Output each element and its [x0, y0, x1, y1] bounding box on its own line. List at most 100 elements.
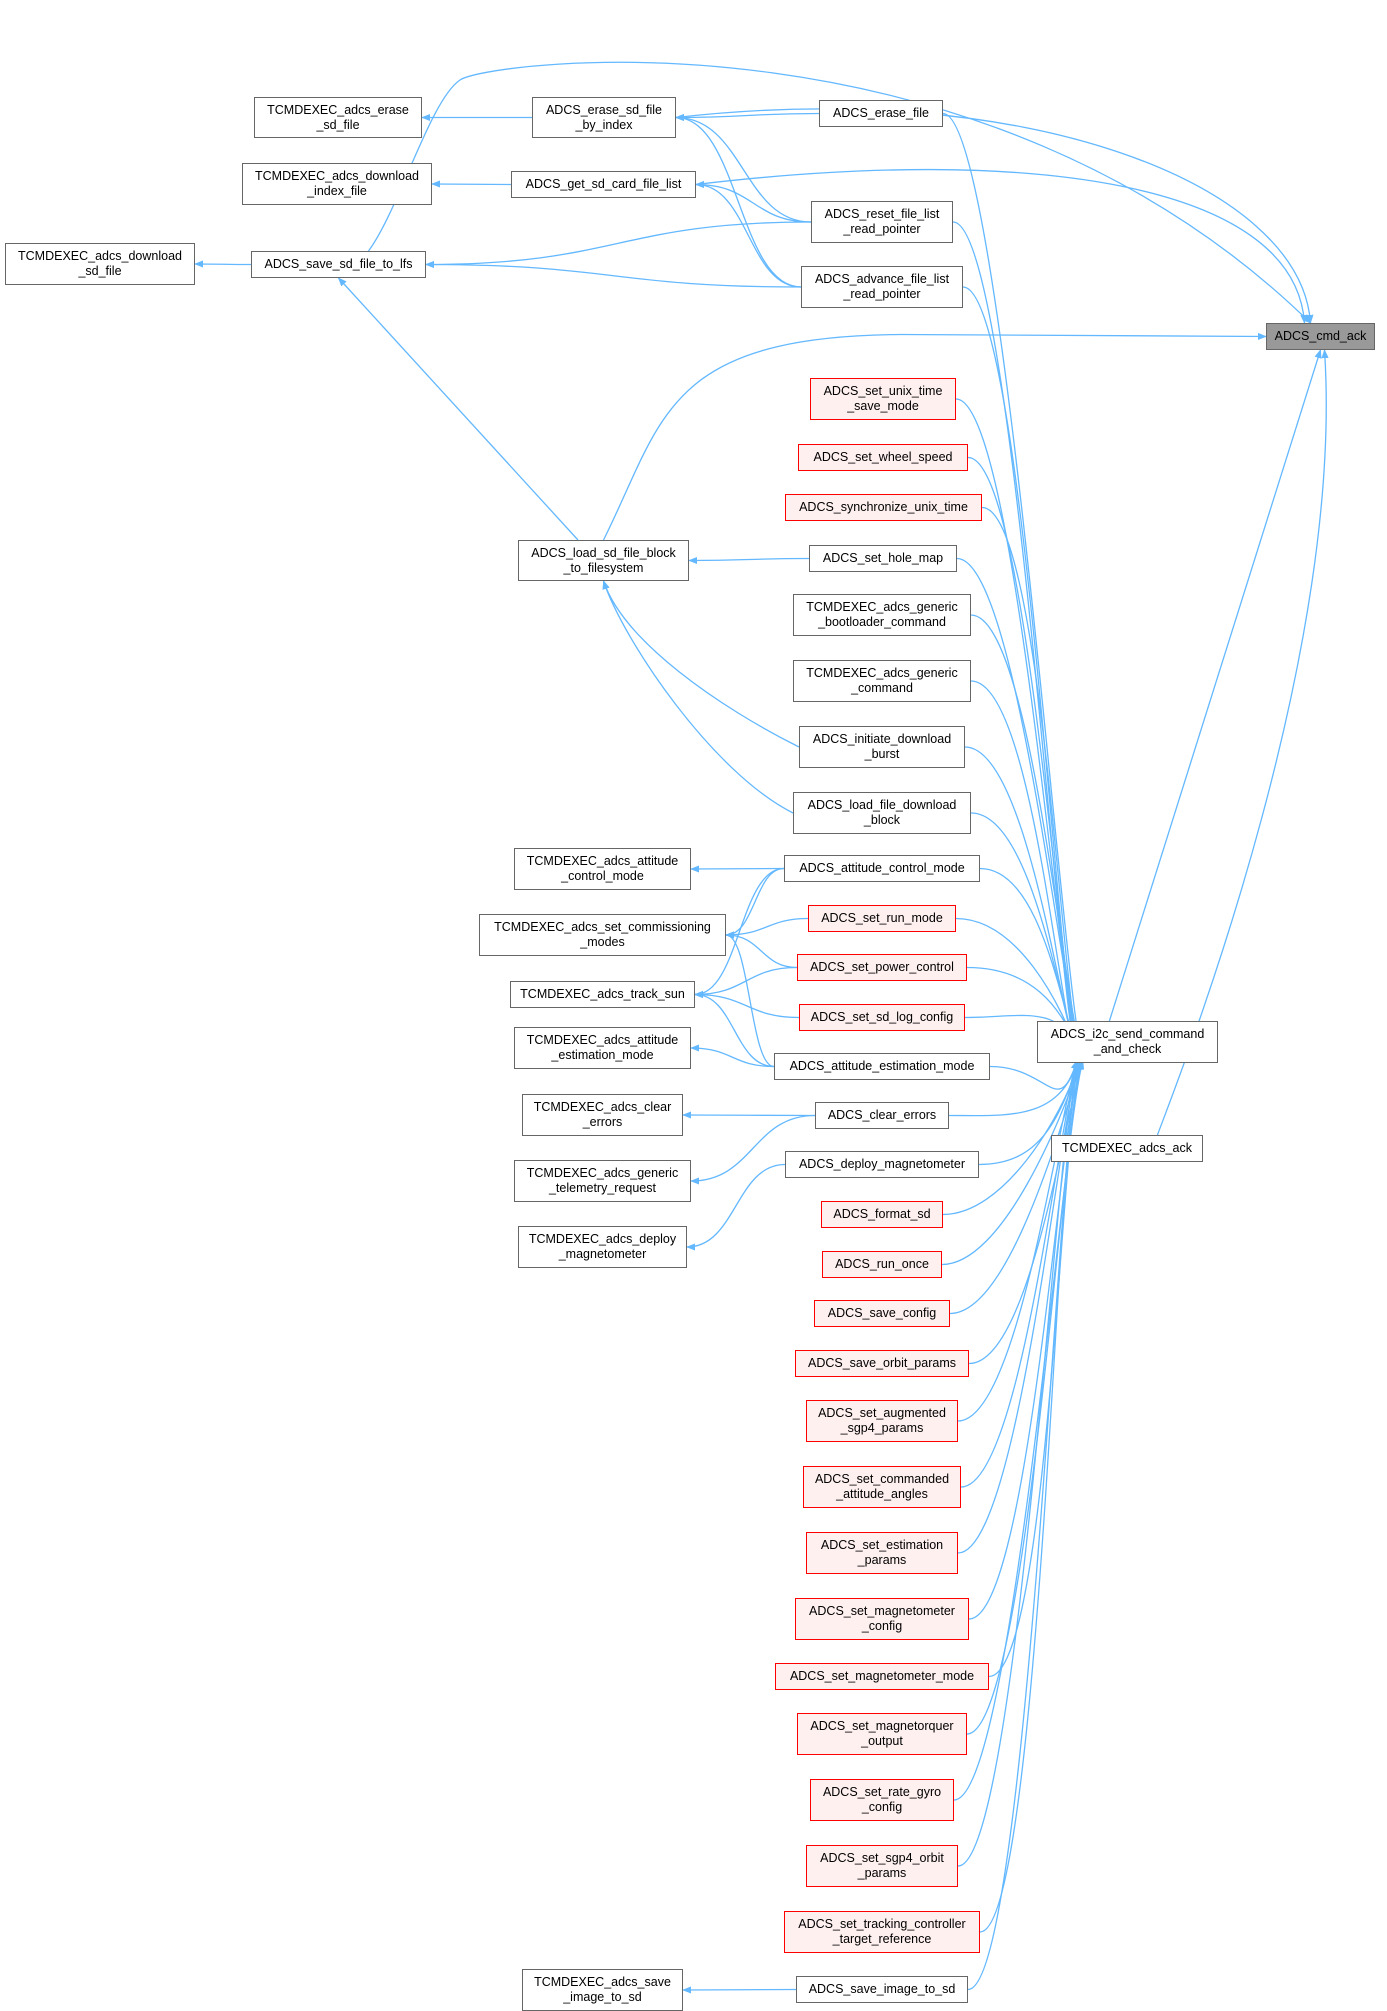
node-track-ref[interactable]: ADCS_set_tracking_controller_target_refe…: [784, 1911, 980, 1953]
edge-att-ctrl-to-tcm-comm: [725, 867, 785, 939]
node-label-line: ADCS_set_power_control: [810, 960, 954, 974]
node-label-line: _telemetry_request: [548, 1181, 656, 1195]
node-tcm-sun[interactable]: TCMDEXEC_adcs_track_sun: [510, 981, 695, 1008]
node-format-sd[interactable]: ADCS_format_sd: [821, 1201, 943, 1228]
node-label-line: ADCS_set_augmented: [818, 1406, 946, 1420]
node-erase-file[interactable]: ADCS_erase_file: [819, 100, 943, 127]
node-label-line: ADCS_initiate_download: [812, 732, 952, 746]
node-get-list[interactable]: ADCS_get_sd_card_file_list: [511, 171, 696, 198]
node-label-line: TCMDEXEC_adcs_generic: [526, 1166, 679, 1180]
edge-att-est-to-tcm-att-est: [690, 1044, 775, 1068]
node-label-line: ADCS_load_sd_file_block: [531, 545, 676, 560]
node-label-line: _sd_file: [316, 117, 360, 132]
node-est-params[interactable]: ADCS_set_estimation_params: [806, 1532, 958, 1574]
node-save-lfs[interactable]: ADCS_save_sd_file_to_lfs: [251, 251, 426, 278]
node-mag-mode[interactable]: ADCS_set_magnetometer_mode: [775, 1663, 989, 1690]
edge-adv-ptr-to-i2c-send: [962, 286, 1079, 1062]
edge-reset-ptr-to-save-lfs: [425, 221, 812, 269]
node-gyro-cfg[interactable]: ADCS_set_rate_gyro_config: [810, 1779, 954, 1821]
node-init-dl[interactable]: ADCS_initiate_download_burst: [799, 726, 965, 768]
node-label-line: _to_filesystem: [563, 560, 644, 575]
edge-save-img-to-tcm-save-img: [682, 1986, 797, 1994]
node-wheel[interactable]: ADCS_set_wheel_speed: [798, 444, 968, 471]
node-tcm-att-est[interactable]: TCMDEXEC_adcs_attitude_estimation_mode: [514, 1027, 691, 1069]
node-label-line: _target_reference: [832, 1932, 932, 1946]
edge-power-to-tcm-comm: [725, 931, 798, 969]
node-label-line: ADCS_cmd_ack: [1274, 329, 1367, 343]
node-tcm-ack[interactable]: TCMDEXEC_adcs_ack: [1051, 1135, 1203, 1162]
node-att-ctrl[interactable]: ADCS_attitude_control_mode: [784, 855, 980, 882]
node-label-line: ADCS_set_magnetometer: [809, 1604, 955, 1618]
node-label-line: ADCS_set_sgp4_orbit: [820, 1851, 944, 1865]
edge-adv-ptr-to-save-lfs: [425, 260, 802, 288]
edge-att-est-to-tcm-comm: [725, 931, 775, 1068]
node-label-line: ADCS_set_unix_time: [823, 384, 943, 398]
node-adv-ptr[interactable]: ADCS_advance_file_list_read_pointer: [801, 266, 963, 308]
node-save-cfg[interactable]: ADCS_save_config: [814, 1300, 950, 1327]
node-label-line: TCMDEXEC_adcs_download: [255, 169, 419, 183]
node-label-line: ADCS_attitude_control_mode: [799, 861, 965, 875]
node-label-line: _output: [861, 1734, 903, 1748]
node-label-line: _magnetometer: [558, 1247, 647, 1261]
node-aug-sgp4[interactable]: ADCS_set_augmented_sgp4_params: [806, 1400, 958, 1442]
edge-sgp4-orbit-to-i2c-send: [957, 1060, 1078, 1867]
node-label-line: _config: [861, 1800, 903, 1814]
node-tcm-comm[interactable]: TCMDEXEC_adcs_set_commissioning_modes: [479, 914, 726, 956]
edge-init-dl-to-load-block: [602, 580, 800, 748]
edge-att-ctrl-to-tcm-att-ctrl: [690, 865, 785, 873]
node-label-line: ADCS_load_file_download: [807, 798, 957, 812]
node-clear[interactable]: ADCS_clear_errors: [815, 1102, 949, 1129]
node-label-line: ADCS_synchronize_unix_time: [799, 500, 968, 514]
node-unix-save[interactable]: ADCS_set_unix_time_save_mode: [810, 378, 956, 420]
node-reset-ptr[interactable]: ADCS_reset_file_list_read_pointer: [811, 201, 953, 243]
node-erase-by-index[interactable]: ADCS_erase_sd_file_by_index: [532, 97, 676, 138]
node-tcm-clear[interactable]: TCMDEXEC_adcs_clear_errors: [522, 1094, 683, 1136]
edge-track-ref-to-i2c-send: [979, 1060, 1079, 1933]
edge-erase-by-index-to-cmd-ack: [675, 108, 1314, 324]
edge-wheel-to-i2c-send: [967, 456, 1081, 1062]
node-load-dl[interactable]: ADCS_load_file_download_block: [793, 792, 971, 834]
node-run-mode[interactable]: ADCS_set_run_mode: [808, 905, 956, 932]
node-label-line: _read_pointer: [843, 222, 921, 236]
edge-cmd-att-to-i2c-send: [960, 1060, 1079, 1488]
node-save-img[interactable]: ADCS_save_image_to_sd: [796, 1976, 968, 2003]
edge-att-est-to-i2c-send: [989, 1060, 1078, 1090]
node-gen-boot[interactable]: TCMDEXEC_adcs_generic_bootloader_command: [793, 594, 971, 636]
node-label-line: _attitude_angles: [836, 1487, 928, 1501]
node-power[interactable]: ADCS_set_power_control: [797, 954, 967, 981]
node-save-orbit[interactable]: ADCS_save_orbit_params: [795, 1350, 969, 1377]
node-label-line: ADCS_run_once: [835, 1257, 929, 1271]
edge-save-orbit-to-i2c-send: [968, 1060, 1084, 1365]
node-tcm-att-ctrl[interactable]: TCMDEXEC_adcs_attitude_control_mode: [514, 848, 691, 890]
node-sync-unix[interactable]: ADCS_synchronize_unix_time: [785, 494, 982, 521]
node-mag-cfg[interactable]: ADCS_set_magnetometer_config: [795, 1598, 969, 1640]
node-run-once[interactable]: ADCS_run_once: [822, 1251, 942, 1278]
node-tcm-dl-sd[interactable]: TCMDEXEC_adcs_download_sd_file: [5, 243, 195, 285]
node-load-block[interactable]: ADCS_load_sd_file_block_to_filesystem: [518, 540, 689, 581]
node-i2c-send[interactable]: ADCS_i2c_send_command_and_check: [1037, 1021, 1218, 1063]
node-cmd-att[interactable]: ADCS_set_commanded_attitude_angles: [803, 1466, 961, 1508]
edge-load-dl-to-load-block: [602, 580, 794, 814]
node-label-line: _by_index: [575, 117, 633, 132]
node-label-line: TCMDEXEC_adcs_clear: [533, 1100, 672, 1114]
node-hole-map[interactable]: ADCS_set_hole_map: [809, 545, 957, 572]
node-att-est[interactable]: ADCS_attitude_estimation_mode: [774, 1053, 990, 1080]
node-tcm-erase-sd[interactable]: TCMDEXEC_adcs_erase_sd_file: [254, 97, 422, 138]
node-tcm-dl-index[interactable]: TCMDEXEC_adcs_download_index_file: [242, 163, 432, 205]
node-deploy[interactable]: ADCS_deploy_magnetometer: [785, 1151, 979, 1178]
edge-sd-log-to-tcm-sun: [694, 990, 800, 1019]
node-label-line: ADCS_set_magnetometer_mode: [789, 1669, 975, 1683]
node-label-line: _params: [857, 1553, 907, 1567]
node-tcm-gen-tlm[interactable]: TCMDEXEC_adcs_generic_telemetry_request: [514, 1160, 691, 1202]
node-gen-cmd[interactable]: TCMDEXEC_adcs_generic_command: [793, 660, 971, 702]
node-tcm-deploy[interactable]: TCMDEXEC_adcs_deploy_magnetometer: [518, 1226, 687, 1268]
node-tcm-save-img[interactable]: TCMDEXEC_adcs_save_image_to_sd: [522, 1969, 683, 2011]
edge-save-img-to-i2c-send: [967, 1060, 1080, 1991]
node-label-line: _and_check: [1093, 1042, 1162, 1056]
node-label-line: ADCS_set_run_mode: [821, 911, 943, 925]
node-label-line: ADCS_set_wheel_speed: [813, 450, 953, 464]
edge-i2c-send-to-cmd-ack: [1108, 349, 1322, 1022]
node-mtq-out[interactable]: ADCS_set_magnetorquer_output: [797, 1713, 967, 1755]
node-sd-log[interactable]: ADCS_set_sd_log_config: [799, 1004, 965, 1031]
node-sgp4-orbit[interactable]: ADCS_set_sgp4_orbit_params: [806, 1845, 958, 1887]
